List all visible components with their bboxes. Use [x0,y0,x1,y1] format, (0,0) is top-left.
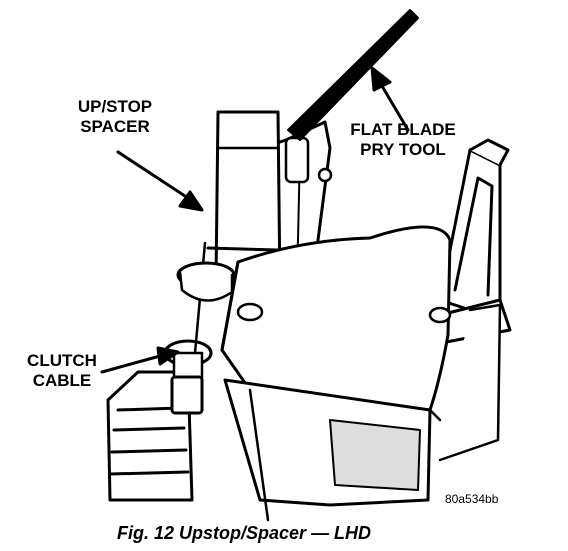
upstop-label-line1: UP/STOP [77,97,153,116]
clutch-master-cylinder [106,339,213,502]
flat-blade-pry-tool [287,9,419,141]
figure-caption: Fig. 12 Upstop/Spacer — LHD [117,523,372,543]
clutch-label-line1: CLUTCH [27,351,97,370]
clutch-cable-leader [100,354,162,374]
pry-label-line1: FLAT BLADE [350,120,456,139]
upstop-spacer [176,110,282,302]
pry-label-line2: PRY TOOL [360,140,446,159]
upstop-arrowhead [178,190,204,212]
figure-code: 80a534bb [445,492,499,506]
pry-tool-leader [380,84,410,132]
upstop-spacer-label: UP/STOP SPACER [66,97,164,137]
clutch-cable-label: CLUTCH CABLE [18,351,106,391]
upstop-label-line2: SPACER [80,117,150,136]
clutch-cable-arrowhead [156,346,180,366]
upstop-leader [116,150,190,200]
leader-arrows [100,66,410,374]
pry-tool-label: FLAT BLADE PRY TOOL [340,120,466,160]
clutch-label-line2: CABLE [32,371,92,390]
pry-tool-arrowhead [370,66,392,92]
pedal-support-housing [220,225,502,522]
